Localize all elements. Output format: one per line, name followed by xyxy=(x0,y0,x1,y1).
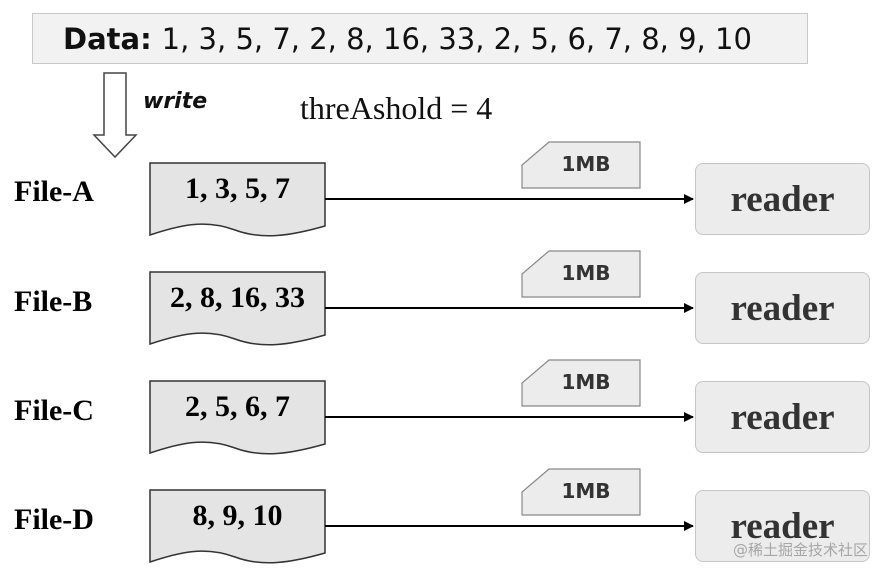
size-tag-shape xyxy=(521,468,641,516)
size-tag-a: 1MB xyxy=(561,152,611,176)
size-tag-shape xyxy=(521,141,641,189)
reader-box-a: reader xyxy=(695,163,870,235)
file-document-shape xyxy=(149,162,326,237)
threshold-label: threAshold = 4 xyxy=(300,90,493,126)
data-bar: Data: 1, 3, 5, 7, 2, 8, 16, 33, 2, 5, 6,… xyxy=(32,13,808,64)
size-tag-shape xyxy=(521,250,641,298)
file-document-shape xyxy=(149,489,326,564)
size-tag-c: 1MB xyxy=(561,370,611,394)
file-name-b: File-B xyxy=(14,285,93,318)
file-contents-b: 2, 8, 16, 33 xyxy=(170,281,305,314)
file-name-c: File-C xyxy=(14,394,94,427)
file-name-a: File-A xyxy=(14,175,94,208)
reader-label-a: reader xyxy=(730,178,835,220)
reader-box-d: reader xyxy=(695,490,870,562)
size-tag-b: 1MB xyxy=(561,261,611,285)
size-tag-shape xyxy=(521,359,641,407)
file-contents-d: 8, 9, 10 xyxy=(192,499,283,532)
file-row-c xyxy=(149,359,694,455)
reader-label-b: reader xyxy=(730,287,835,329)
reader-label-d: reader xyxy=(730,505,835,547)
watermark: @稀土掘金技术社区 xyxy=(732,541,868,559)
file-row-b xyxy=(149,250,694,346)
data-label: Data: xyxy=(63,21,152,56)
data-values: 1, 3, 5, 7, 2, 8, 16, 33, 2, 5, 6, 7, 8,… xyxy=(161,21,752,56)
file-contents-a: 1, 3, 5, 7 xyxy=(185,172,290,205)
reader-box-b: reader xyxy=(695,272,870,344)
file-row-a xyxy=(149,141,694,237)
reader-box-c: reader xyxy=(695,381,870,453)
file-row-d xyxy=(149,468,694,564)
write-arrow xyxy=(92,72,138,159)
reader-label-c: reader xyxy=(730,396,835,438)
file-document-shape xyxy=(149,380,326,455)
write-label: write xyxy=(143,89,208,114)
file-contents-c: 2, 5, 6, 7 xyxy=(185,390,290,423)
size-tag-d: 1MB xyxy=(561,479,611,503)
file-name-d: File-D xyxy=(14,503,94,536)
file-document-shape xyxy=(149,271,326,346)
